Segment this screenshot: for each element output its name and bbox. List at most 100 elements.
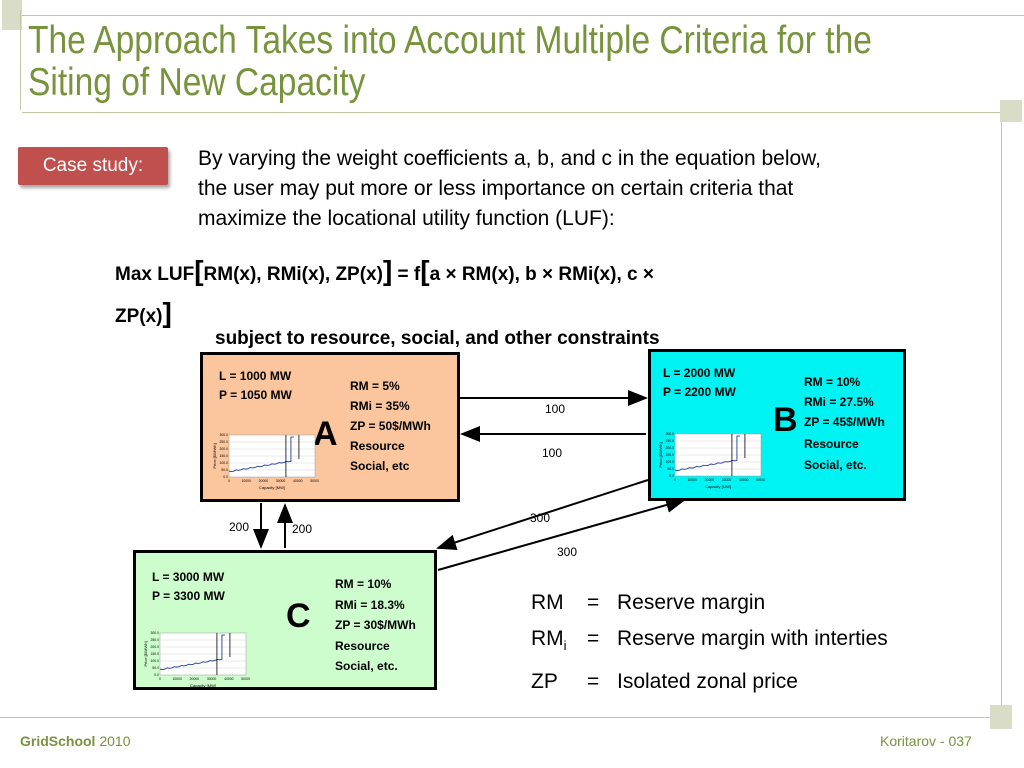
legend-equals: = [587, 591, 600, 614]
chart-ylabel: Price [$/MWh] [143, 641, 148, 666]
link-flow-label: 100 [542, 446, 563, 460]
chart-ylabel: Price [$/MWh] [212, 443, 217, 468]
supply-curve-line [159, 634, 225, 671]
link-flow-label: 300 [530, 511, 551, 525]
frame-line [0, 717, 1010, 718]
abbreviation-legend: RM=Reserve margin RMi=Reserve margin wit… [531, 585, 888, 700]
legend-text: Reserve margin [617, 591, 766, 614]
constraints-text: subject to resource, social, and other c… [215, 328, 660, 349]
chart-ytick-label: 0.0 [154, 673, 159, 677]
chart-xlabel: Capacity [MW] [705, 484, 731, 489]
chart-ytick-label: 200.0 [666, 446, 675, 450]
chart-xtick-label: 40000 [739, 478, 749, 482]
chart-xlabel: Capacity [MW] [259, 485, 285, 490]
chart-ytick-label: 150.0 [666, 453, 675, 457]
chart-xtick-label: 50000 [310, 479, 319, 483]
zone-c-box: L = 3000 MW P = 3300 MW RM = 10% RMi = 1… [133, 550, 437, 690]
equation-bracket: [ [194, 255, 204, 286]
chart-ytick-label: 50.0 [152, 666, 159, 670]
chart-ytick-label: 100.0 [220, 461, 229, 465]
frame-line [20, 10, 21, 110]
chart-xtick-label: 40000 [293, 479, 303, 483]
zone-zp: ZP = 45$/MWh [804, 415, 885, 429]
zone-rm: RM = 10% [804, 375, 861, 389]
chart-xtick-label: 50000 [241, 677, 250, 681]
equation-bracket: [ [420, 255, 430, 286]
chart-ylabel: Price [$/MWh] [658, 442, 663, 467]
title-line: Siting of New Capacity [28, 61, 366, 104]
chart-xtick-label: 10000 [241, 479, 251, 483]
chart-ytick-label: 50.0 [667, 467, 674, 471]
frame-line [1001, 112, 1002, 712]
legend-row: RM = Reserve margin [531, 585, 888, 621]
chart-xtick-label: 30000 [722, 478, 732, 482]
chart-xtick-label: 0 [159, 677, 161, 681]
chart-ytick-label: 100.0 [151, 659, 160, 663]
chart-ytick-label: 150.0 [220, 454, 229, 458]
zone-social: Social, etc. [335, 659, 398, 673]
equation-tail: ZP(x) [115, 306, 163, 327]
zone-load: L = 1000 MW [219, 369, 292, 383]
legend-abbr-base: RM [531, 627, 564, 650]
legend-abbr: RM [531, 591, 564, 614]
zone-rm: RM = 10% [335, 577, 392, 591]
case-study-badge: Case study: [18, 147, 168, 185]
zone-peak: P = 1050 MW [219, 388, 292, 402]
chart-ytick-label: 200.0 [151, 645, 160, 649]
zone-zp: ZP = 50$/MWh [350, 419, 431, 433]
zone-peak: P = 2200 MW [663, 385, 736, 399]
chart-ytick-label: 150.0 [151, 652, 160, 656]
zone-letter: C [286, 597, 311, 635]
zone-social: Social, etc [350, 459, 410, 473]
chart-ytick-label: 250.0 [220, 440, 229, 444]
chart-ytick-label: 250.0 [666, 439, 675, 443]
zone-peak: P = 3300 MW [152, 589, 225, 603]
chart-ytick-label: 100.0 [666, 460, 675, 464]
zone-rmi: RMi = 18.3% [335, 598, 405, 612]
corner-square-decoration [1000, 100, 1022, 122]
zone-rmi: RMi = 27.5% [804, 395, 874, 409]
legend-row: ZP=Isolated zonal price [531, 664, 888, 700]
corner-square-decoration [2, 0, 22, 30]
chart-xtick-label: 0 [228, 479, 230, 483]
title-line: The Approach Takes into Account Multiple… [28, 19, 872, 62]
zone-load: L = 2000 MW [663, 366, 736, 380]
legend-text: Reserve margin with interties [617, 627, 888, 650]
zone-a-box: L = 1000 MW P = 1050 MW RM = 5% RMi = 35… [200, 352, 460, 502]
chart-ytick-label: 250.0 [151, 638, 160, 642]
chart-ytick-label: 0.0 [669, 474, 674, 478]
zone-letter: A [313, 415, 338, 453]
equation-bracket: ] [382, 255, 393, 286]
zone-load: L = 3000 MW [152, 570, 225, 584]
chart-xtick-label: 30000 [207, 677, 217, 681]
equation-bracket: ] [162, 297, 172, 328]
equation-body: a × RM(x), b × RMi(x), c × [429, 264, 654, 285]
legend-abbr-sub: i [563, 638, 567, 654]
corner-square-decoration [990, 705, 1012, 729]
chart-xtick-label: 10000 [172, 677, 182, 681]
zone-rm: RM = 5% [350, 379, 400, 393]
footer-year: 2010 [99, 733, 131, 749]
chart-ytick-label: 200.0 [220, 447, 229, 451]
arrow-b-to-c [436, 479, 649, 551]
supply-curve-line [228, 436, 294, 473]
zone-resource: Resource [335, 639, 390, 653]
arrow-c-to-b [437, 497, 686, 571]
footer-brand: GridSchool 2010 [20, 733, 131, 749]
zone-resource: Resource [350, 439, 405, 453]
chart-xtick-label: 20000 [190, 677, 200, 681]
chart-xtick-label: 10000 [687, 478, 697, 482]
chart-ytick-label: 50.0 [221, 468, 228, 472]
intro-line: the user may put more or less importance… [198, 177, 794, 200]
legend-abbr: RMi [531, 621, 587, 664]
legend-abbr: ZP [531, 670, 558, 694]
chart-ytick-label: 0.0 [223, 475, 228, 479]
equation-lead: Max LUF [115, 264, 195, 285]
chart-xtick-label: 20000 [259, 479, 269, 483]
zone-social: Social, etc. [804, 458, 867, 472]
legend-equals: = [587, 627, 600, 650]
